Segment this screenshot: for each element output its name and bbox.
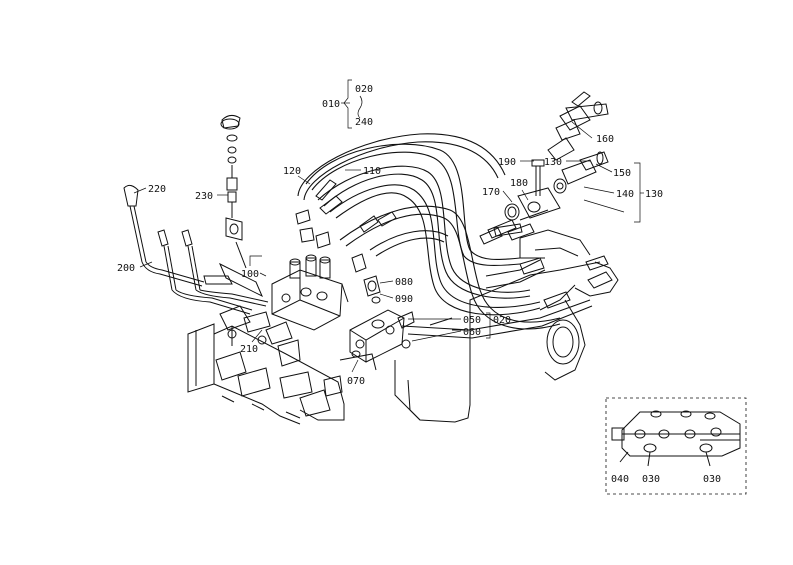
lower-frame	[187, 305, 377, 425]
lever-knob-assembly	[219, 114, 263, 298]
label-160: 160	[596, 134, 614, 145]
label-070: 070	[347, 376, 365, 387]
label-190: 190	[498, 157, 516, 168]
label-050: 050	[463, 315, 481, 326]
label-140: 140	[616, 189, 634, 200]
label-060: 060	[463, 327, 481, 338]
tractor-body	[394, 229, 619, 423]
label-230: 230	[195, 191, 213, 202]
inset-label-030-a: 030	[642, 474, 660, 485]
label-210: 210	[240, 344, 258, 355]
label-150: 150	[613, 168, 631, 179]
auxiliary-valve	[349, 309, 415, 363]
label-010: 010	[322, 99, 340, 110]
label-170: 170	[482, 187, 500, 198]
label-020-mid: 020	[493, 315, 511, 326]
inset-label-030-b: 030	[703, 474, 721, 485]
hydraulic-hoses	[297, 133, 593, 339]
label-130-b: 130	[645, 189, 663, 200]
label-090: 090	[395, 294, 413, 305]
callout-labels: 010 020 240 160 190 130 150 140 130 120 …	[117, 84, 663, 387]
control-valve-block	[271, 253, 381, 331]
label-120: 120	[283, 166, 301, 177]
label-130-a: 130	[544, 157, 562, 168]
label-110: 110	[363, 166, 381, 177]
label-180: 180	[510, 178, 528, 189]
label-200: 200	[117, 263, 135, 274]
inset-detail: 040 030 030	[605, 397, 747, 495]
quick-coupler-assembly	[487, 91, 609, 241]
label-220: 220	[148, 184, 166, 195]
label-100: 100	[241, 269, 259, 280]
control-levers	[123, 184, 269, 315]
inset-frame	[605, 397, 747, 495]
label-240: 240	[355, 117, 373, 128]
label-020-top: 020	[355, 84, 373, 95]
inset-label-040: 040	[611, 474, 629, 485]
label-080: 080	[395, 277, 413, 288]
hose-fittings	[295, 179, 613, 309]
